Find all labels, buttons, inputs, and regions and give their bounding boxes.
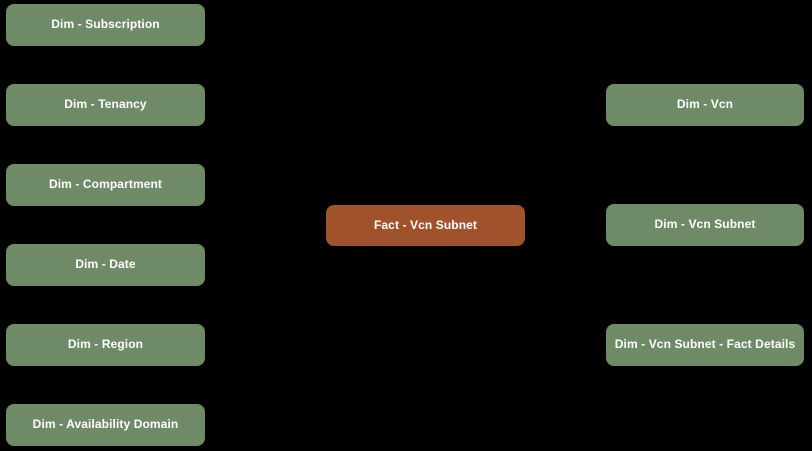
node-label: Dim - Vcn [676, 97, 734, 112]
node-dim-subscription[interactable]: Dim - Subscription [6, 4, 205, 46]
node-fact-vcn-subnet[interactable]: Fact - Vcn Subnet [326, 205, 525, 246]
node-dim-date[interactable]: Dim - Date [6, 244, 205, 286]
node-dim-vcn-subnet-fact-details[interactable]: Dim - Vcn Subnet - Fact Details [606, 324, 804, 366]
node-label: Fact - Vcn Subnet [373, 217, 478, 232]
node-label: Dim - Subscription [51, 17, 160, 32]
node-dim-vcn-subnet[interactable]: Dim - Vcn Subnet [606, 204, 804, 246]
node-label: Dim - Vcn Subnet [654, 217, 756, 232]
node-label: Dim - Vcn Subnet - Fact Details [614, 337, 796, 352]
node-label: Dim - Availability Domain [32, 417, 179, 432]
node-dim-availability-domain[interactable]: Dim - Availability Domain [6, 404, 205, 446]
node-dim-tenancy[interactable]: Dim - Tenancy [6, 84, 205, 126]
node-dim-compartment[interactable]: Dim - Compartment [6, 164, 205, 206]
node-label: Dim - Tenancy [64, 97, 147, 112]
node-label: Dim - Compartment [48, 177, 163, 192]
node-label: Dim - Date [75, 257, 136, 272]
node-dim-vcn[interactable]: Dim - Vcn [606, 84, 804, 126]
node-label: Dim - Region [67, 337, 144, 352]
node-dim-region[interactable]: Dim - Region [6, 324, 205, 366]
